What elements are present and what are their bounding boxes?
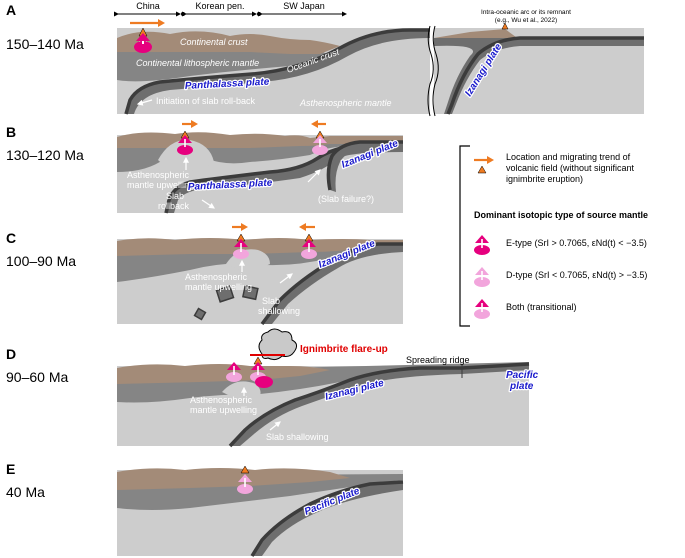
label-shallowing-d: Slab shallowing — [266, 432, 329, 442]
label-upwelling-b1: Asthenospheric — [127, 170, 190, 180]
label-continental-crust: Continental crust — [180, 37, 248, 47]
label-lithospheric-mantle: Continental lithospheric mantle — [136, 58, 259, 68]
panel-a: A 150–140 Ma Continental crust Continent… — [6, 2, 644, 117]
panel-e: E 40 Ma Pacific plate — [6, 461, 404, 557]
label-upwelling-c1: Asthenospheric — [185, 272, 248, 282]
label-upwelling-d2: mantle upwelling — [190, 405, 257, 415]
panel-c-age: 100–90 Ma — [6, 253, 76, 269]
panel-b-age: 130–120 Ma — [6, 147, 84, 163]
label-slab-failure: (Slab failure?) — [318, 194, 374, 204]
panel-b: B 130–120 Ma Asthenospheric mantle upwel… — [6, 120, 403, 214]
label-upwelling-d1: Asthenospheric — [190, 395, 253, 405]
region-sw-japan: SW Japan — [283, 1, 325, 11]
legend-heading: Dominant isotopic type of source mantle — [474, 210, 648, 220]
volcanic-field-icon — [477, 165, 487, 174]
region-korea: Korean pen. — [195, 1, 244, 11]
legend-both: Both (transitional) — [506, 302, 577, 312]
label-ignimbrite-flare-up: Ignimbrite flare-up — [300, 344, 388, 355]
legend: Location and migrating trend of volcanic… — [459, 145, 648, 327]
label-spreading-ridge: Spreading ridge — [406, 355, 470, 365]
panel-d-age: 90–60 Ma — [6, 369, 68, 385]
arc-note-line2: (e.g., Wu et al., 2022) — [495, 17, 557, 24]
label-upwelling-c2: mantle upwelling — [185, 282, 252, 292]
panel-a-age: 150–140 Ma — [6, 36, 84, 52]
legend-e-type: E-type (SrI > 0.7065, εNd(t) < −3.5) — [506, 238, 647, 248]
label-rollback-b2: rollback — [158, 201, 190, 211]
panel-a-letter: A — [6, 2, 16, 18]
legend-location-line2: volcanic field (without significant — [506, 163, 635, 173]
label-asthenospheric-mantle: Asthenospheric mantle — [299, 98, 392, 108]
slab-fragment — [241, 284, 259, 301]
panel-e-age: 40 Ma — [6, 484, 45, 500]
both-type-icon — [474, 299, 490, 319]
arc-note-line1: Intra-oceanic arc or its remnant — [481, 9, 571, 16]
label-shallowing-c1: Slab — [262, 296, 280, 306]
panel-b-letter: B — [6, 124, 16, 140]
legend-d-type: D-type (SrI < 0.7065, εNd(t) > −3.5) — [506, 270, 647, 280]
region-bar: China Korean pen. SW Japan — [114, 1, 347, 17]
legend-location-line3: ignimbrite eruption) — [506, 174, 583, 184]
slab-fragment — [215, 285, 235, 303]
continental-crust-a — [117, 31, 340, 54]
e-type-icon — [474, 235, 490, 255]
ignimbrite-cloud-icon — [258, 328, 298, 361]
label-pacific-d1: Pacific — [506, 370, 539, 381]
d-type-icon — [474, 267, 490, 287]
panel-c: C 100–90 Ma Asthenospheric mantle upwell… — [6, 223, 403, 326]
label-rollback-b1: Slab — [166, 191, 184, 201]
panel-c-letter: C — [6, 230, 16, 246]
label-shallowing-c2: shallowing — [258, 306, 300, 316]
legend-location-line1: Location and migrating trend of — [506, 152, 631, 162]
region-china: China — [136, 1, 160, 11]
panel-e-letter: E — [6, 461, 15, 477]
label-pacific-d2: plate — [509, 381, 534, 392]
slab-fragment — [193, 307, 207, 321]
panel-d: D 90–60 Ma Ignimbrite flare-up Spreading… — [6, 328, 540, 448]
label-rollback: Initiation of slab roll-back — [156, 96, 256, 106]
panel-d-letter: D — [6, 346, 16, 362]
e-type-magma-a — [134, 41, 152, 53]
label-upwelling-b2: mantle upwelling — [127, 180, 194, 190]
